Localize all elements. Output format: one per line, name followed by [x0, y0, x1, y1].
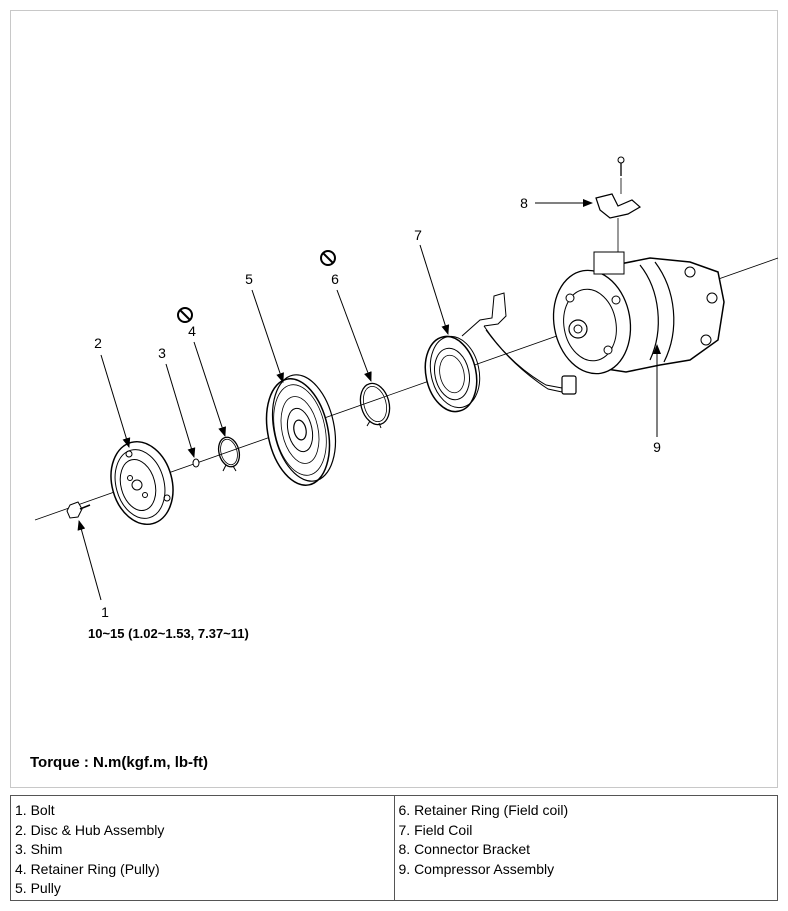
legend-item: 2. Disc & Hub Assembly — [15, 821, 165, 838]
field-coil-part — [424, 292, 577, 413]
callout-4: 4 — [188, 323, 196, 339]
exploded-view-diagram: 1 2 3 4 5 6 7 8 9 10~15 (1.02~1.53, 7.37… — [34, 156, 779, 641]
no-reuse-icon — [320, 250, 336, 266]
legend-item: 6. Retainer Ring (Field coil) — [398, 802, 569, 818]
callout-7: 7 — [414, 227, 422, 243]
legend-column-right: 6. Retainer Ring (Field coil) 7. Field C… — [393, 796, 778, 900]
pully-part — [265, 374, 337, 486]
callout-6: 6 — [331, 271, 339, 287]
callout-9: 9 — [653, 439, 661, 455]
parts-legend-table: 1. Bolt 2. Disc & Hub Assembly 3. Shim 4… — [10, 795, 778, 901]
legend-item: 1. Bolt — [15, 802, 55, 818]
callout-3: 3 — [158, 345, 166, 361]
legend-item: 8. Connector Bracket — [398, 841, 531, 857]
disc-hub-part — [110, 440, 174, 526]
connector-bracket-part — [595, 156, 642, 262]
callout-2: 2 — [94, 335, 102, 351]
compressor-assembly-part — [552, 251, 725, 375]
callout-5: 5 — [245, 271, 253, 287]
callout-leaders — [77, 199, 661, 601]
legend-item: 7. Field Coil — [398, 821, 473, 838]
bolt-part — [66, 501, 91, 519]
callout-8: 8 — [520, 195, 528, 211]
shim-part — [192, 458, 200, 468]
retainer-ring-field-coil-part — [359, 382, 391, 429]
torque-units-label: Torque : N.m(kgf.m, lb-ft) — [30, 754, 209, 771]
legend-item: 4. Retainer Ring (Pully) — [15, 860, 160, 877]
figure-frame — [10, 10, 778, 788]
legend-item: 3. Shim — [15, 841, 63, 857]
retainer-ring-pully-part — [217, 436, 241, 472]
callout-1: 1 — [101, 604, 109, 620]
legend-item: 5. Pully — [15, 880, 61, 896]
no-reuse-icon — [177, 307, 193, 323]
bolt-torque-value: 10~15 (1.02~1.53, 7.37~11) — [88, 626, 249, 641]
legend-item: 9. Compressor Assembly — [398, 860, 555, 877]
legend-column-left: 1. Bolt 2. Disc & Hub Assembly 3. Shim 4… — [11, 796, 394, 900]
